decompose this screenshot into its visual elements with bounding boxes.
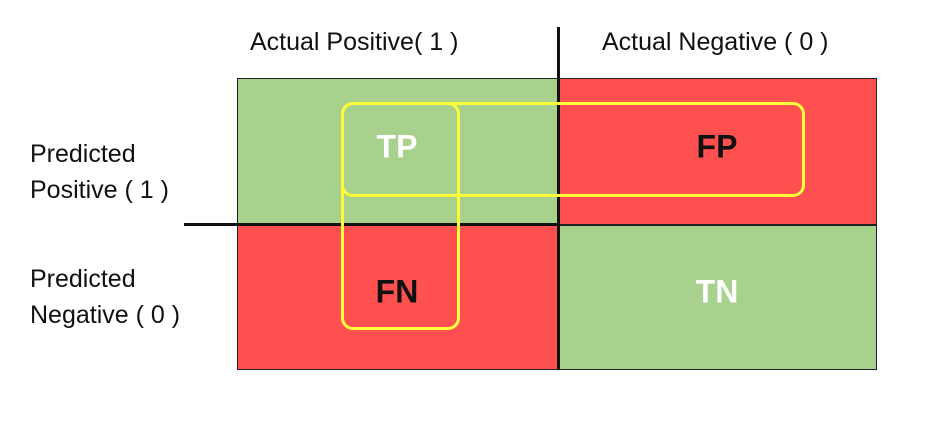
row-header-predicted-negative: Predicted Negative ( 0 ) (30, 261, 180, 333)
label-tn: TN (695, 273, 739, 310)
column-header-actual-positive: Actual Positive( 1 ) (250, 28, 459, 56)
row-header-line-1: Predicted (30, 140, 136, 168)
row-header-line-1: Predicted (30, 265, 136, 293)
label-fn: FN (375, 273, 419, 310)
label-tp: TP (376, 128, 418, 165)
row-header-line-2: Negative ( 0 ) (30, 301, 181, 329)
cell-true-negative (558, 225, 877, 370)
column-header-actual-negative: Actual Negative ( 0 ) (602, 28, 829, 56)
vertical-divider (557, 27, 560, 370)
cell-false-negative (237, 225, 558, 370)
label-fp: FP (696, 128, 738, 165)
horizontal-divider (184, 223, 558, 226)
highlight-actual-positive-column (341, 102, 460, 330)
row-header-predicted-positive: Predicted Positive ( 1 ) (30, 136, 169, 208)
row-header-line-2: Positive ( 1 ) (30, 176, 169, 204)
